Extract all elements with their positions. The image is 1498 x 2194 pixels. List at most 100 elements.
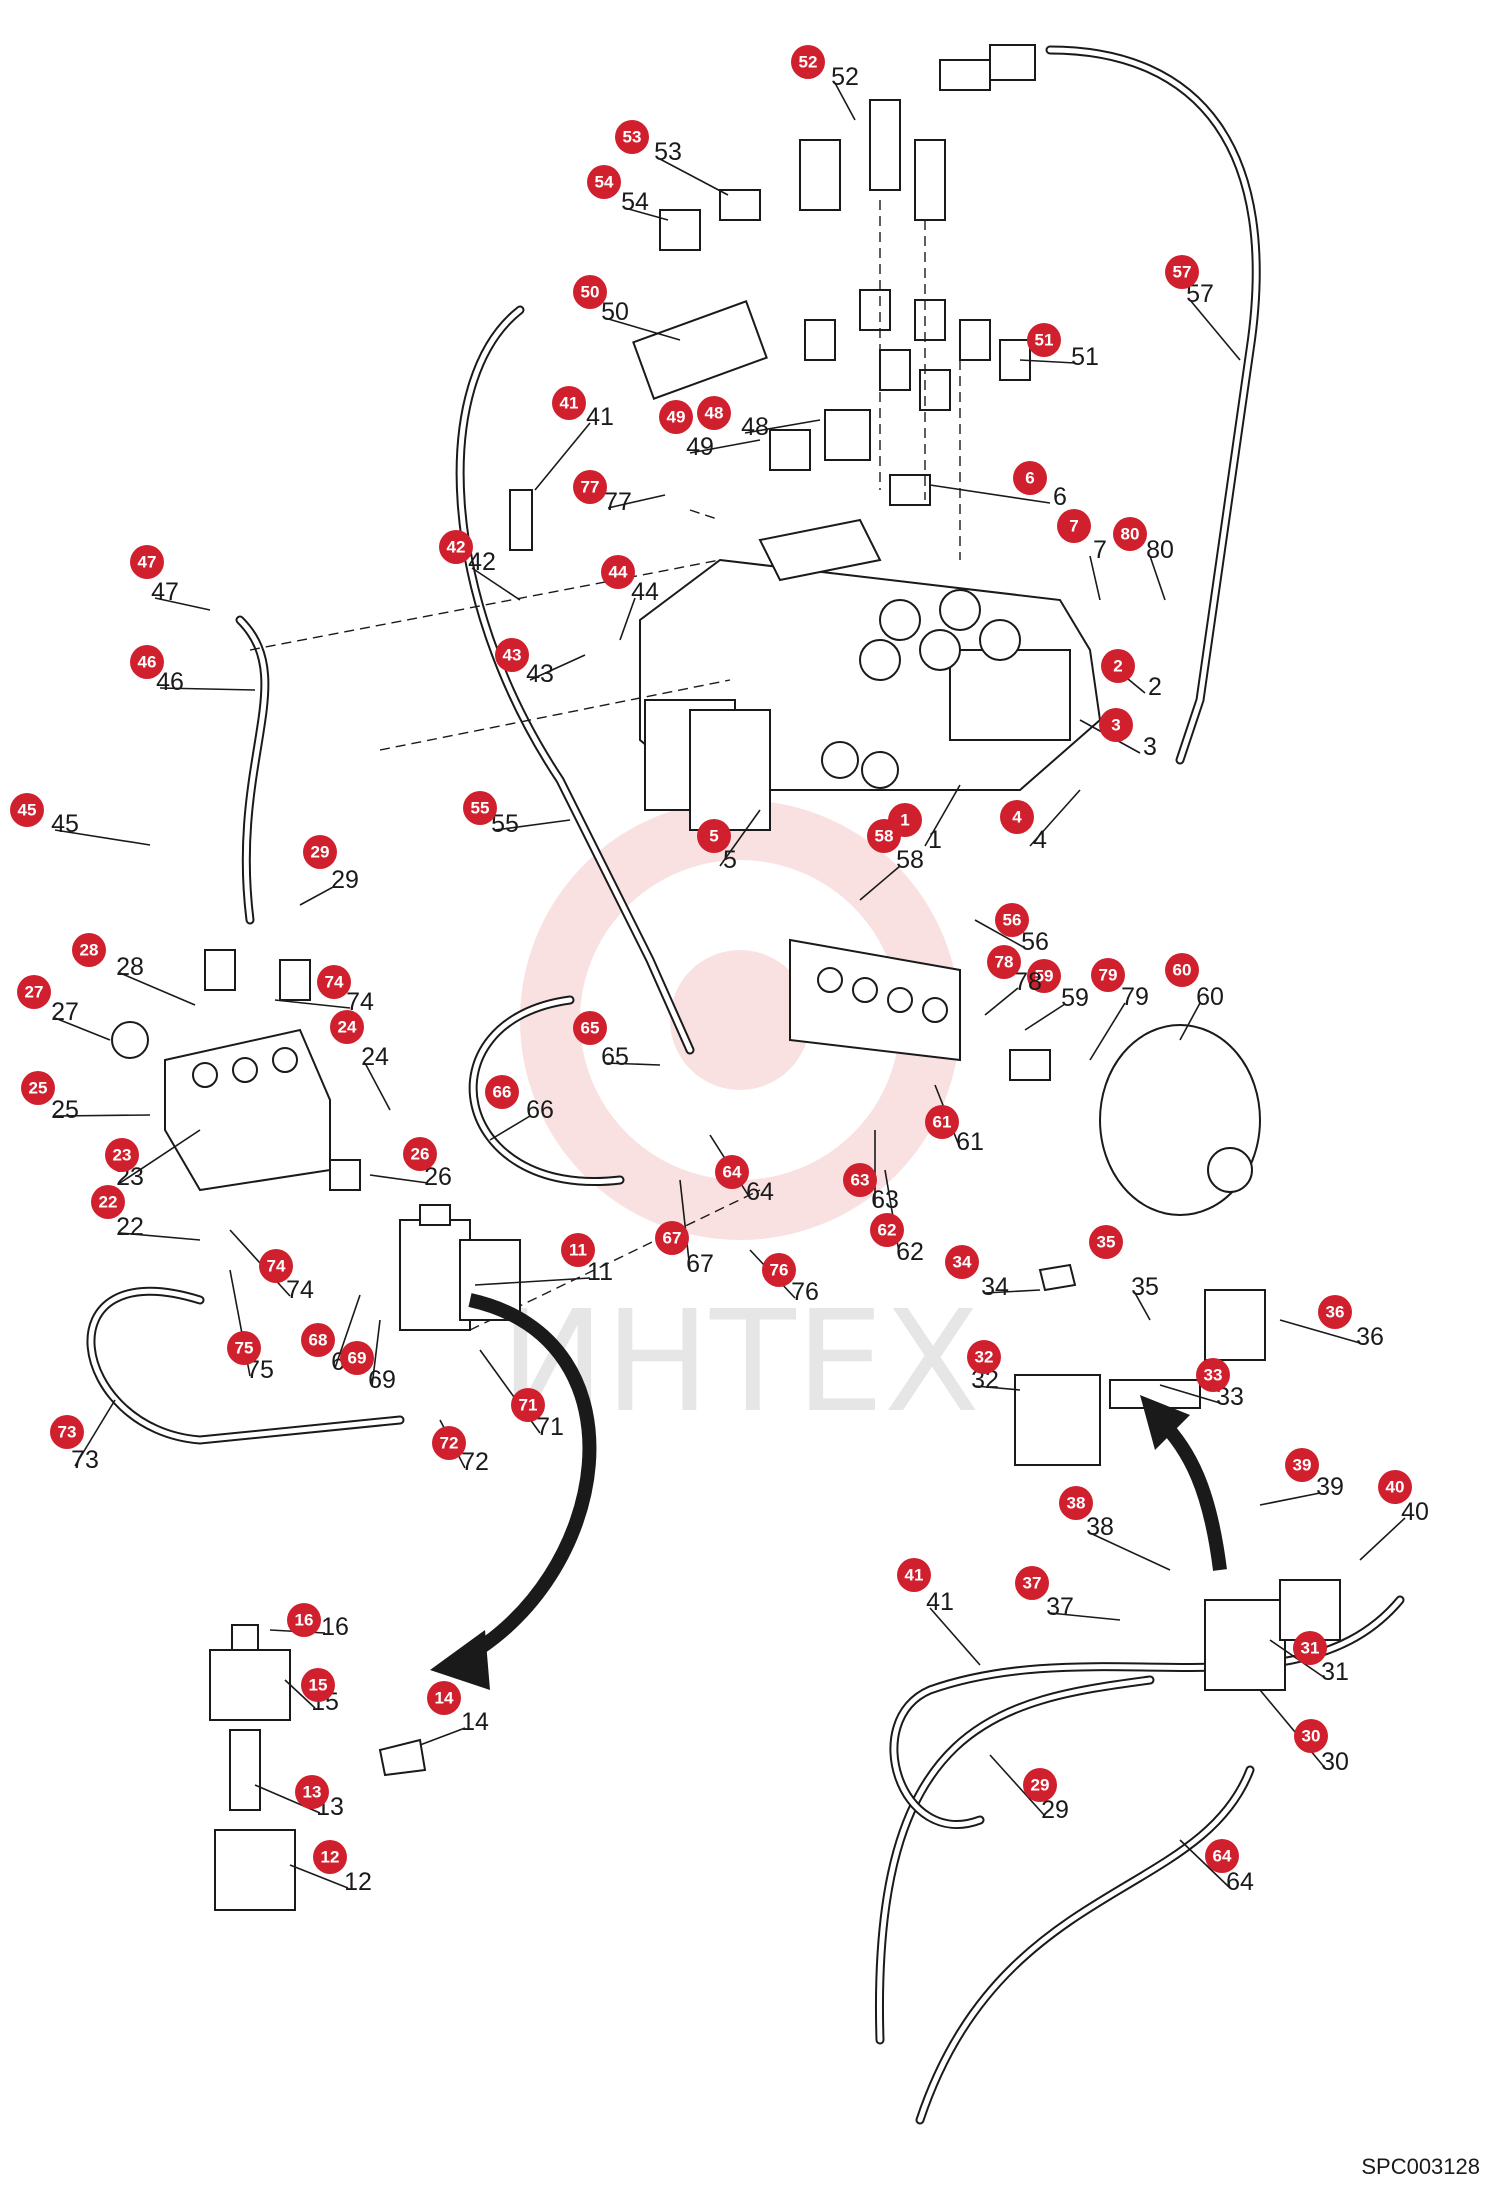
- callout-35[interactable]: 35: [1089, 1225, 1123, 1259]
- callout-26[interactable]: 26: [403, 1137, 437, 1171]
- callout-24[interactable]: 24: [330, 1010, 364, 1044]
- callout-67[interactable]: 67: [655, 1221, 689, 1255]
- callout-25[interactable]: 25: [21, 1071, 55, 1105]
- callout-3[interactable]: 3: [1099, 708, 1133, 742]
- callout-45[interactable]: 45: [10, 793, 44, 827]
- callout-30[interactable]: 30: [1294, 1719, 1328, 1753]
- callout-11[interactable]: 11: [561, 1233, 595, 1267]
- callout-59[interactable]: 59: [1027, 959, 1061, 993]
- callout-label: 41: [560, 394, 579, 413]
- callout-label: 33: [1204, 1366, 1223, 1385]
- callout-4[interactable]: 4: [1000, 800, 1034, 834]
- callout-33[interactable]: 33: [1196, 1358, 1230, 1392]
- callout-53[interactable]: 53: [615, 120, 649, 154]
- callout-label: 66: [493, 1083, 512, 1102]
- callout-label: 50: [581, 283, 600, 302]
- callout-63[interactable]: 63: [843, 1163, 877, 1197]
- callout-15[interactable]: 15: [301, 1668, 335, 1702]
- callout-71[interactable]: 71: [511, 1388, 545, 1422]
- callout-marker: [1023, 1768, 1057, 1802]
- part-number-71: 71: [536, 1413, 564, 1441]
- callout-80[interactable]: 80: [1113, 517, 1147, 551]
- callout-40[interactable]: 40: [1378, 1470, 1412, 1504]
- callout-46[interactable]: 46: [130, 645, 164, 679]
- callout-64[interactable]: 64: [715, 1155, 749, 1189]
- callout-7[interactable]: 7: [1057, 509, 1091, 543]
- callout-36[interactable]: 36: [1318, 1295, 1352, 1329]
- part-number-59: 59: [1061, 984, 1089, 1012]
- callout-marker: [1027, 959, 1061, 993]
- callout-38[interactable]: 38: [1059, 1486, 1093, 1520]
- callout-16[interactable]: 16: [287, 1603, 321, 1637]
- callout-52[interactable]: 52: [791, 45, 825, 79]
- callout-74[interactable]: 74: [317, 965, 351, 999]
- callout-label: 64: [1213, 1847, 1232, 1866]
- callout-marker: [573, 1011, 607, 1045]
- callout-44[interactable]: 44: [601, 555, 635, 589]
- callout-34[interactable]: 34: [945, 1245, 979, 1279]
- callout-50[interactable]: 50: [573, 275, 607, 309]
- callout-31[interactable]: 31: [1293, 1631, 1327, 1665]
- callout-79[interactable]: 79: [1091, 958, 1125, 992]
- leader-64b: [1179, 1839, 1231, 1889]
- callout-29[interactable]: 29: [303, 835, 337, 869]
- callout-29b[interactable]: 29: [1023, 1768, 1057, 1802]
- part-number-28: 28: [116, 953, 144, 981]
- callout-marker: [995, 903, 1029, 937]
- callout-12[interactable]: 12: [313, 1840, 347, 1874]
- callout-64b[interactable]: 64: [1205, 1839, 1239, 1873]
- callout-57[interactable]: 57: [1165, 255, 1199, 289]
- callout-61[interactable]: 61: [925, 1105, 959, 1139]
- callout-54[interactable]: 54: [587, 165, 621, 199]
- callout-43[interactable]: 43: [495, 638, 529, 672]
- callout-75[interactable]: 75: [227, 1331, 261, 1365]
- callout-42[interactable]: 42: [439, 530, 473, 564]
- callout-label: 5: [709, 827, 718, 846]
- callout-68[interactable]: 68: [301, 1323, 335, 1357]
- callout-5[interactable]: 5: [697, 819, 731, 853]
- leader-68: [334, 1294, 361, 1369]
- callout-label: 37: [1023, 1574, 1042, 1593]
- part-number-67: 67: [686, 1250, 714, 1278]
- callout-65[interactable]: 65: [573, 1011, 607, 1045]
- callout-76[interactable]: 76: [762, 1253, 796, 1287]
- callout-label: 45: [18, 801, 37, 820]
- callout-22[interactable]: 22: [91, 1185, 125, 1219]
- part-number-78: 78: [1014, 968, 1042, 996]
- callout-48[interactable]: 48: [697, 396, 731, 430]
- callout-2[interactable]: 2: [1101, 649, 1135, 683]
- callout-47[interactable]: 47: [130, 545, 164, 579]
- callout-74b[interactable]: 74: [259, 1249, 293, 1283]
- callout-78[interactable]: 78: [987, 945, 1021, 979]
- callout-14[interactable]: 14: [427, 1681, 461, 1715]
- callout-13[interactable]: 13: [295, 1775, 329, 1809]
- callout-41b[interactable]: 41: [897, 1558, 931, 1592]
- callout-6[interactable]: 6: [1013, 461, 1047, 495]
- leader-60: [1179, 1002, 1201, 1041]
- callout-56[interactable]: 56: [995, 903, 1029, 937]
- callout-73[interactable]: 73: [50, 1415, 84, 1449]
- callout-23[interactable]: 23: [105, 1138, 139, 1172]
- leader-79: [1089, 1002, 1126, 1061]
- callout-72[interactable]: 72: [432, 1426, 466, 1460]
- callout-51[interactable]: 51: [1027, 323, 1061, 357]
- callout-49[interactable]: 49: [659, 400, 693, 434]
- callout-62[interactable]: 62: [870, 1213, 904, 1247]
- callout-28[interactable]: 28: [72, 933, 106, 967]
- callout-66[interactable]: 66: [485, 1075, 519, 1109]
- leader-50: [604, 317, 681, 341]
- callout-marker: [697, 396, 731, 430]
- callout-55[interactable]: 55: [463, 791, 497, 825]
- part-number-56: 56: [1021, 928, 1049, 956]
- callout-69[interactable]: 69: [340, 1341, 374, 1375]
- callout-27[interactable]: 27: [17, 975, 51, 1009]
- callout-37[interactable]: 37: [1015, 1566, 1049, 1600]
- leader-39: [1259, 1492, 1321, 1506]
- callout-39[interactable]: 39: [1285, 1448, 1319, 1482]
- callout-77[interactable]: 77: [573, 470, 607, 504]
- callout-58[interactable]: 58: [867, 819, 901, 853]
- callout-60[interactable]: 60: [1165, 953, 1199, 987]
- callout-41[interactable]: 41: [552, 386, 586, 420]
- callout-32[interactable]: 32: [967, 1340, 1001, 1374]
- callout-label: 26: [411, 1145, 430, 1164]
